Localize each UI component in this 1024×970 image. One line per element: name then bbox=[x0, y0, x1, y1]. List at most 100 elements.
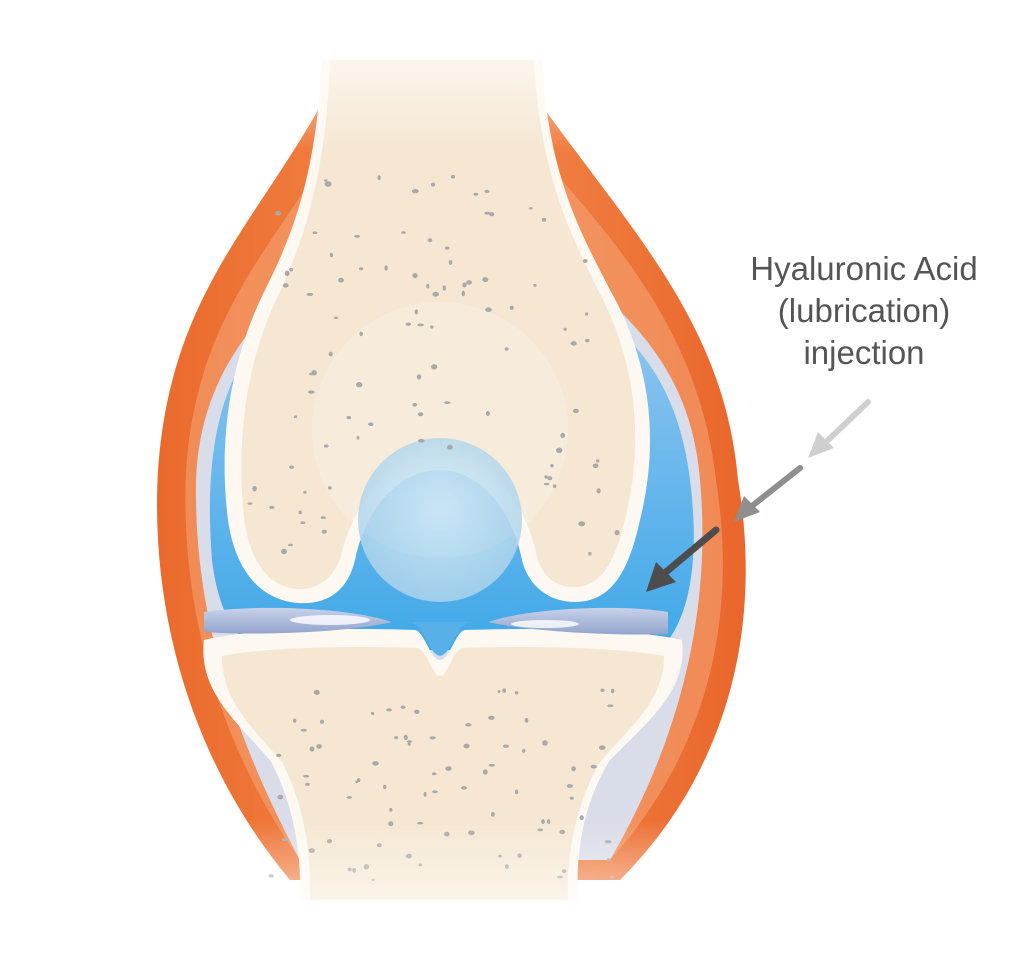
bone-speckle bbox=[560, 432, 565, 439]
bone-speckle bbox=[445, 246, 450, 250]
bone-speckle bbox=[308, 390, 315, 394]
bone-speckle bbox=[598, 745, 606, 750]
bone-speckle bbox=[432, 291, 440, 297]
bone-speckle bbox=[596, 459, 600, 463]
bone-speckle bbox=[293, 415, 298, 419]
bone-speckle bbox=[529, 207, 533, 210]
bone-speckle bbox=[489, 212, 495, 217]
bone-speckle bbox=[427, 238, 433, 243]
bone-speckle bbox=[394, 736, 399, 740]
bone-speckle bbox=[356, 436, 360, 440]
bone-speckle bbox=[303, 490, 307, 494]
bone-speckle bbox=[377, 175, 381, 181]
bone-speckle bbox=[502, 744, 509, 748]
bone-speckle bbox=[533, 283, 537, 287]
femur-bone bbox=[241, 60, 636, 590]
bone-speckle bbox=[600, 688, 605, 692]
meniscus-highlight-left bbox=[290, 615, 370, 625]
bone-speckle bbox=[482, 277, 489, 283]
bottom-fade bbox=[0, 820, 1024, 970]
bone-speckle bbox=[306, 292, 314, 296]
bone-speckle bbox=[432, 790, 438, 794]
bone-speckle bbox=[313, 689, 320, 696]
top-fade bbox=[0, 0, 1024, 150]
bone-speckles bbox=[247, 174, 620, 881]
bone-speckle bbox=[329, 252, 334, 258]
bone-speckle bbox=[416, 374, 422, 380]
bone-speckle bbox=[462, 282, 467, 288]
bone-speckle bbox=[386, 708, 392, 712]
bone-speckle bbox=[552, 484, 557, 488]
bone-speckle bbox=[484, 189, 490, 193]
bone-speckle bbox=[323, 444, 329, 448]
bone-speckle bbox=[324, 181, 332, 187]
bone-speckle bbox=[321, 529, 327, 534]
bone-speckle bbox=[569, 796, 574, 800]
bone-speckle bbox=[247, 502, 253, 505]
bone-speckle bbox=[277, 794, 284, 800]
bone-speckle bbox=[359, 267, 364, 271]
arrow-mid bbox=[734, 465, 803, 522]
bone-speckle bbox=[368, 422, 374, 427]
bone-speckle bbox=[298, 510, 302, 515]
bone-speckle bbox=[319, 719, 325, 724]
bone-speckle bbox=[444, 401, 451, 404]
bone-speckle bbox=[450, 174, 456, 179]
bone-speckle bbox=[543, 482, 550, 486]
meniscus-highlight-right bbox=[511, 620, 579, 628]
bone-speckle bbox=[465, 723, 472, 727]
bone-speckle bbox=[276, 753, 282, 758]
bone-speckle bbox=[579, 815, 584, 821]
bone-speckle bbox=[303, 774, 310, 778]
bone-speckle bbox=[582, 259, 588, 263]
arrow-dark bbox=[646, 526, 720, 592]
bone-speckle bbox=[412, 402, 418, 407]
bone-speckle bbox=[588, 551, 592, 556]
intercondylar-notch bbox=[410, 622, 470, 656]
bone-speckle bbox=[407, 742, 411, 746]
bone-speckle bbox=[463, 743, 470, 749]
bone-speckle bbox=[333, 316, 339, 319]
bone-speckle bbox=[430, 325, 434, 329]
bone-speckle bbox=[514, 789, 519, 795]
bone-speckle bbox=[372, 761, 379, 766]
bone-speckle bbox=[423, 791, 427, 797]
bone-speckle bbox=[356, 382, 363, 388]
bone-speckle bbox=[269, 505, 275, 509]
bone-speckle bbox=[571, 766, 576, 772]
bone-speckle bbox=[417, 323, 424, 327]
bone-speckle bbox=[411, 189, 419, 194]
bone-speckle bbox=[328, 351, 333, 357]
bone-speckle bbox=[275, 210, 281, 216]
bone-speckle bbox=[448, 260, 453, 265]
bone-speckle bbox=[406, 740, 412, 743]
label-line-2: (lubrication) bbox=[778, 292, 950, 329]
bone-speckle bbox=[293, 718, 297, 723]
bone-speckle bbox=[485, 411, 490, 416]
bone-speckle bbox=[585, 312, 589, 316]
patella bbox=[358, 438, 522, 602]
bone-speckle bbox=[585, 338, 590, 343]
bone-speckle bbox=[547, 476, 553, 481]
bone-speckle bbox=[522, 748, 526, 753]
bone-speckle bbox=[281, 548, 287, 555]
bone-speckle bbox=[288, 543, 293, 547]
bone-speckle bbox=[596, 488, 601, 494]
bone-speckle bbox=[338, 277, 344, 283]
bone-speckle bbox=[542, 740, 548, 746]
bone-speckle bbox=[389, 807, 393, 812]
bone-speckle bbox=[418, 438, 425, 443]
bone-speckle bbox=[284, 270, 290, 277]
arrow-light bbox=[808, 399, 871, 458]
bone-speckle bbox=[300, 728, 307, 732]
bone-speckle bbox=[346, 416, 352, 420]
bone-speckle bbox=[563, 327, 567, 331]
bone-speckle bbox=[431, 364, 438, 370]
bone-speckle bbox=[497, 690, 501, 693]
bone-speckle bbox=[491, 811, 495, 817]
label-line-1: Hyaluronic Acid bbox=[750, 250, 977, 287]
bone-speckle bbox=[405, 322, 412, 326]
bone-speckle bbox=[572, 408, 579, 414]
bone-speckle bbox=[484, 211, 491, 215]
bone-speckle bbox=[607, 704, 614, 708]
